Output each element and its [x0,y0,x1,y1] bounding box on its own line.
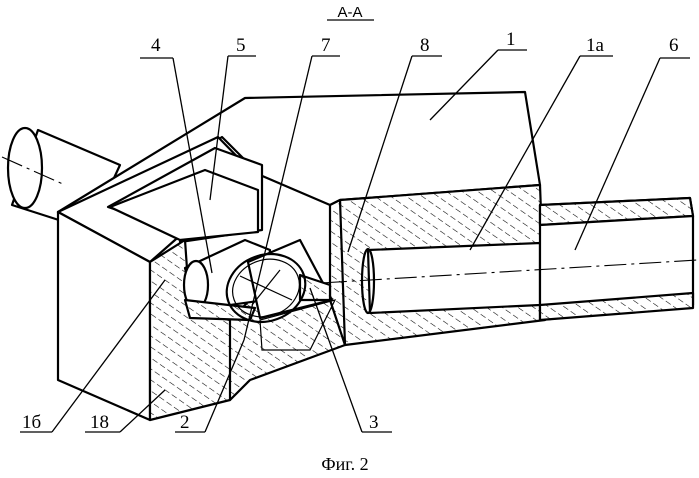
label-1b: 1б [22,412,41,433]
bore-1a [368,243,540,313]
label-18: 18 [90,412,109,433]
label-6: 6 [669,35,679,56]
label-1: 1 [506,29,516,50]
label-3: 3 [369,412,379,433]
label-2: 2 [180,412,190,433]
label-7: 7 [321,35,331,56]
label-1a: 1а [586,35,605,56]
figure-caption: Фиг. 2 [321,454,368,474]
section-label: А-А [337,4,362,21]
label-5: 5 [236,35,246,56]
pipe-6 [540,198,693,320]
label-8: 8 [420,35,430,56]
label-4: 4 [151,35,161,56]
